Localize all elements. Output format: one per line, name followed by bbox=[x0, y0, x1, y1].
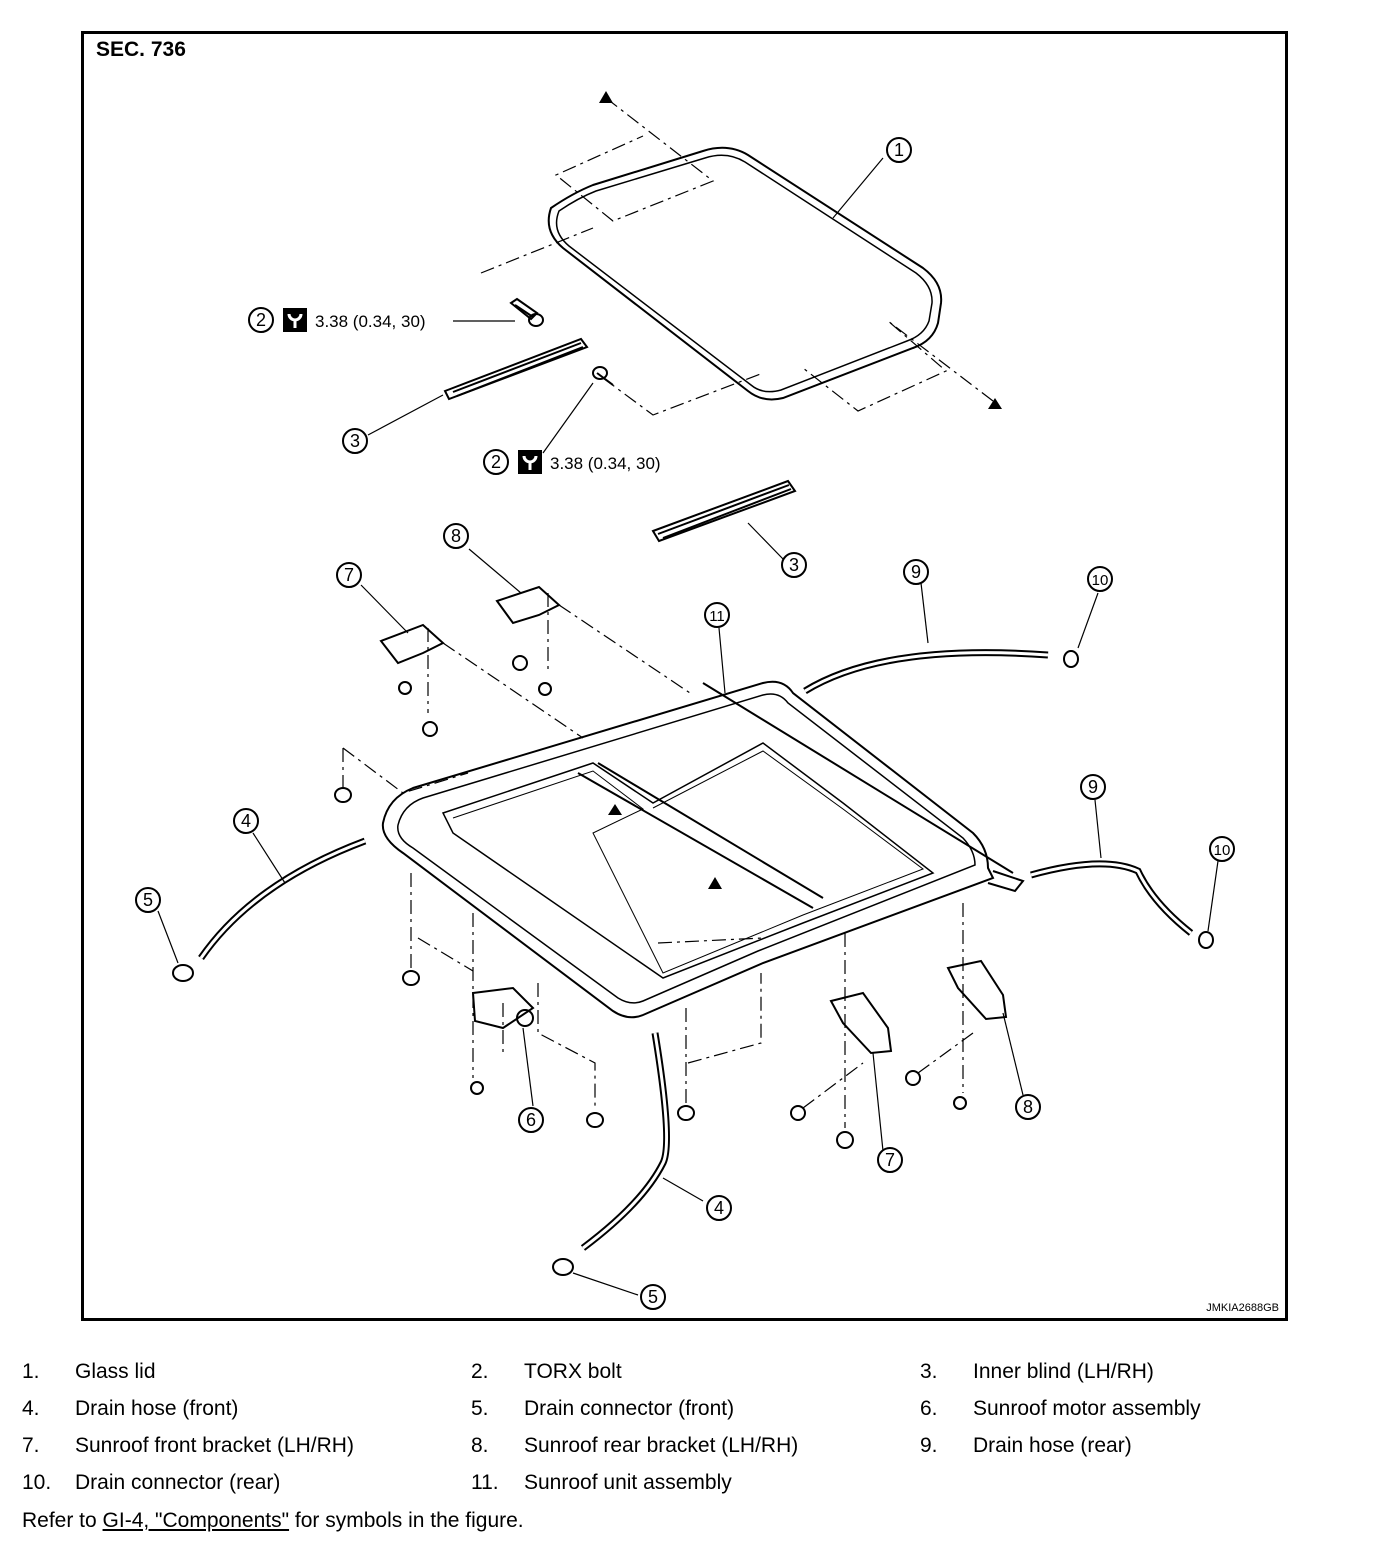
callout-6: 6 bbox=[518, 1107, 544, 1133]
footnote: Refer to GI-4, "Components" for symbols … bbox=[22, 1509, 524, 1533]
callout-10-upper: 10 bbox=[1087, 566, 1113, 592]
drain-hose-front-right bbox=[580, 1032, 671, 1251]
torx-bolt-upper bbox=[509, 297, 544, 327]
callout-3-lower: 3 bbox=[781, 552, 807, 578]
drain-connector-front-right bbox=[552, 1258, 574, 1276]
drain-connector-rear-lower bbox=[1198, 931, 1214, 949]
inner-blind-right bbox=[651, 479, 797, 543]
torque-spec-upper: 3.38 (0.34, 30) bbox=[283, 308, 426, 332]
callout-11: 11 bbox=[704, 602, 730, 628]
torque-wrench-icon bbox=[518, 450, 542, 474]
callout-8-lower: 8 bbox=[1015, 1094, 1041, 1120]
svg-text:10: 10 bbox=[1214, 842, 1231, 859]
front-bracket-upper bbox=[379, 623, 445, 737]
drain-connector-front-left bbox=[172, 964, 194, 982]
rear-bracket-upper bbox=[495, 585, 561, 696]
rear-bracket-lower bbox=[905, 959, 1008, 1110]
callout-4-left: 4 bbox=[233, 808, 259, 834]
svg-text:5: 5 bbox=[143, 890, 153, 910]
guide-lines bbox=[480, 97, 994, 416]
components-link[interactable]: GI-4, "Components" bbox=[102, 1509, 290, 1532]
callout-10-lower: 10 bbox=[1209, 836, 1235, 862]
svg-text:3: 3 bbox=[350, 431, 360, 451]
svg-text:3.38 (0.34, 30): 3.38 (0.34, 30) bbox=[550, 454, 661, 473]
figure-frame: 1 2 2 3 3 4 4 5 5 6 7 7 8 8 9 9 10 10 11 bbox=[81, 31, 1288, 1321]
svg-text:9: 9 bbox=[1088, 777, 1098, 797]
svg-text:10: 10 bbox=[1092, 572, 1109, 589]
image-code: JMKIA2688GB bbox=[1206, 1302, 1279, 1314]
svg-text:8: 8 bbox=[1023, 1097, 1033, 1117]
callout-2-lower: 2 bbox=[483, 449, 509, 475]
svg-text:2: 2 bbox=[256, 310, 266, 330]
arrow-marker-icon bbox=[599, 91, 1002, 889]
nuts bbox=[334, 787, 695, 1128]
callout-5-right: 5 bbox=[640, 1284, 666, 1310]
torque-wrench-icon bbox=[283, 308, 307, 332]
drain-connector-rear-upper bbox=[1063, 650, 1079, 668]
svg-text:3.38 (0.34, 30): 3.38 (0.34, 30) bbox=[315, 312, 426, 331]
callout-1: 1 bbox=[886, 137, 912, 163]
callout-8-upper: 8 bbox=[443, 523, 469, 549]
svg-text:7: 7 bbox=[885, 1150, 895, 1170]
svg-text:9: 9 bbox=[911, 562, 921, 582]
svg-text:2: 2 bbox=[491, 452, 501, 472]
callout-9-lower: 9 bbox=[1080, 774, 1106, 800]
exploded-diagram: 1 2 2 3 3 4 4 5 5 6 7 7 8 8 9 9 10 10 11 bbox=[135, 91, 1235, 1310]
drain-hose-rear-upper bbox=[803, 649, 1049, 694]
callout-7-lower: 7 bbox=[877, 1147, 903, 1173]
leader-lines bbox=[157, 157, 1219, 1296]
drain-hose-rear-lower bbox=[1030, 860, 1194, 936]
footnote-suffix: for symbols in the figure. bbox=[289, 1509, 524, 1532]
callouts: 1 2 2 3 3 4 4 5 5 6 7 7 8 8 9 9 10 10 11 bbox=[135, 137, 1235, 1310]
glass-lid bbox=[547, 146, 943, 401]
svg-text:11: 11 bbox=[709, 608, 725, 625]
torque-spec-lower: 3.38 (0.34, 30) bbox=[518, 450, 661, 474]
torx-bolt-lower bbox=[592, 366, 614, 386]
inner-blind-left bbox=[443, 337, 589, 401]
svg-text:7: 7 bbox=[344, 565, 354, 585]
install-lines bbox=[342, 593, 974, 1128]
callout-4-right: 4 bbox=[706, 1195, 732, 1221]
svg-text:4: 4 bbox=[241, 811, 251, 831]
section-label: SEC. 736 bbox=[96, 38, 186, 61]
sunroof-unit-frame bbox=[381, 680, 1025, 1019]
callout-9-upper: 9 bbox=[903, 559, 929, 585]
svg-text:4: 4 bbox=[714, 1198, 724, 1218]
callout-5-left: 5 bbox=[135, 887, 161, 913]
callout-3-upper: 3 bbox=[342, 428, 368, 454]
front-bracket-lower bbox=[790, 991, 893, 1149]
callout-2-upper: 2 bbox=[248, 307, 274, 333]
callout-7-upper: 7 bbox=[336, 562, 362, 588]
svg-text:8: 8 bbox=[451, 526, 461, 546]
svg-text:3: 3 bbox=[789, 555, 799, 575]
footnote-prefix: Refer to bbox=[22, 1509, 103, 1532]
svg-text:6: 6 bbox=[526, 1110, 536, 1130]
sunroof-motor bbox=[470, 986, 535, 1095]
drain-hose-front-left bbox=[198, 837, 367, 960]
svg-text:1: 1 bbox=[894, 140, 904, 160]
svg-text:5: 5 bbox=[648, 1287, 658, 1307]
